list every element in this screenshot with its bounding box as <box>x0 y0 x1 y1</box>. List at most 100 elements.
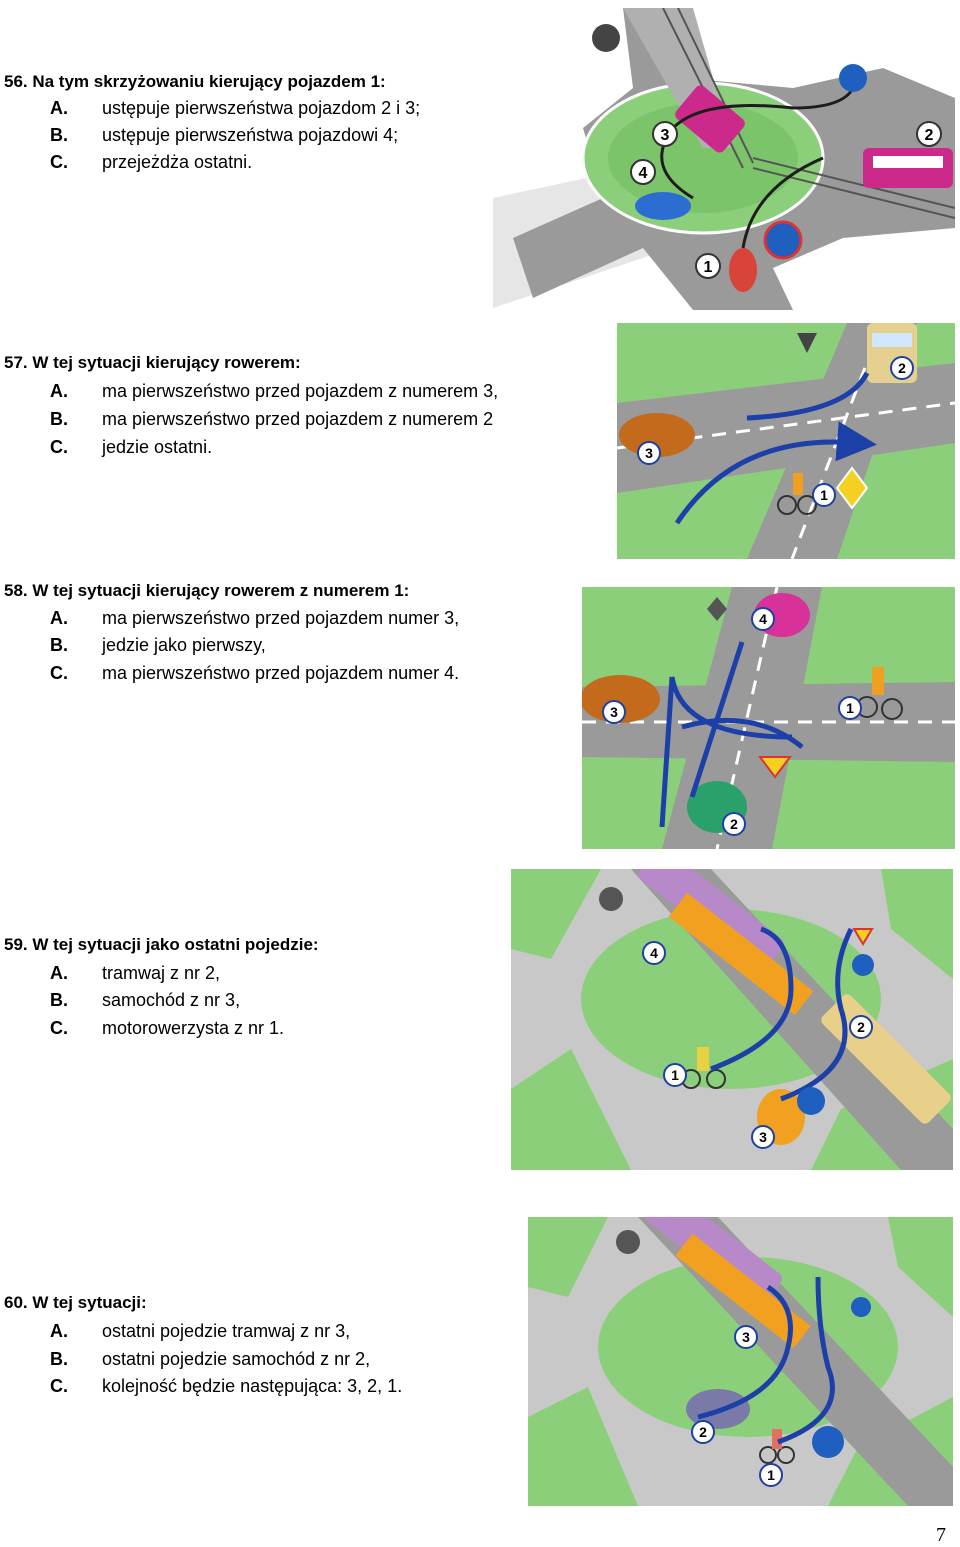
option-letter: B. <box>50 125 68 145</box>
roundabout-sign <box>852 954 874 976</box>
option-text: tramwaj z nr 2, <box>102 963 221 983</box>
option-letter: B. <box>50 635 68 655</box>
vehicle-number: 1 <box>704 259 713 276</box>
tram-vehicle <box>644 1217 811 1349</box>
question-title: 56. Na tym skrzyżowaniu kierujący pojazd… <box>4 72 386 91</box>
traffic-light <box>599 887 623 911</box>
vehicle-number: 3 <box>742 1329 750 1345</box>
answer-option: A. ma pierwszeństwo przed pojazdem numer … <box>50 608 459 629</box>
answer-option: C. ma pierwszeństwo przed pojazdem numer … <box>50 663 459 684</box>
option-letter: C. <box>50 663 68 683</box>
answer-option: C. przejeżdża ostatni. <box>50 152 252 173</box>
question-title: 59. W tej sytuacji jako ostatni pojedzie… <box>4 935 319 954</box>
roundabout-sign <box>839 64 867 92</box>
roundabout-sign <box>812 1426 844 1458</box>
traffic-light <box>592 24 620 52</box>
option-text: ma pierwszeństwo przed pojazdem numer 3, <box>102 608 460 628</box>
traffic-scene-60: 1 2 3 <box>528 1217 953 1506</box>
traffic-light <box>616 1230 640 1254</box>
option-letter: C. <box>50 152 68 172</box>
cyclist <box>777 473 817 515</box>
answer-option: A. ma pierwszeństwo przed pojazdem z nume… <box>50 381 498 402</box>
vehicle-number: 4 <box>650 945 658 961</box>
option-text: jedzie ostatni. <box>102 437 213 457</box>
question-title: 57. W tej sytuacji kierujący rowerem: <box>4 353 301 372</box>
option-letter: A. <box>50 608 68 628</box>
vehicle-number: 3 <box>645 445 653 461</box>
vehicle-number: 1 <box>846 700 854 716</box>
option-letter: C. <box>50 1018 68 1038</box>
traffic-scene-56: 1 2 3 4 <box>493 8 955 310</box>
car-orange <box>619 413 695 457</box>
option-letter: C. <box>50 1376 68 1396</box>
answer-option: B. ustępuje pierwszeństwa pojazdowi 4; <box>50 125 398 146</box>
question-title: 60. W tej sytuacji: <box>4 1293 147 1312</box>
intersection-illustration: 1 2 3 <box>617 323 955 559</box>
answer-option: A. ustępuje pierwszeństwa pojazdom 2 i 3; <box>50 98 420 119</box>
page-number: 7 <box>936 1524 946 1546</box>
vehicle-number: 4 <box>759 611 767 627</box>
vehicle-number: 3 <box>759 1129 767 1145</box>
answer-option: A. tramwaj z nr 2, <box>50 963 220 984</box>
priority-road-sign <box>835 466 869 510</box>
option-text: przejeżdża ostatni. <box>102 152 253 172</box>
option-text: ustępuje pierwszeństwa pojazdom 2 i 3; <box>102 98 421 118</box>
cyclist <box>759 1429 795 1464</box>
option-text: samochód z nr 3, <box>102 990 241 1010</box>
roundabout-sign <box>763 220 803 260</box>
traffic-sign <box>707 597 727 621</box>
answer-option: B. jedzie jako pierwszy, <box>50 635 266 656</box>
option-letter: C. <box>50 437 68 457</box>
option-text: ustępuje pierwszeństwa pojazdowi 4; <box>102 125 399 145</box>
answer-option: C. kolejność będzie następująca: 3, 2, 1. <box>50 1376 402 1397</box>
vehicle-number: 1 <box>671 1067 679 1083</box>
option-letter: B. <box>50 990 68 1010</box>
traffic-scene-57: 1 2 3 <box>617 323 955 559</box>
option-letter: A. <box>50 1321 68 1341</box>
answer-option: B. ostatni pojedzie samochód z nr 2, <box>50 1349 370 1370</box>
yield-sign <box>797 333 817 353</box>
car-red <box>729 248 757 292</box>
vehicle-number: 2 <box>730 816 738 832</box>
yield-sign <box>758 756 792 779</box>
car-blue <box>635 192 691 220</box>
vehicle-number: 3 <box>610 704 618 720</box>
roundabout-illustration: 1 2 3 4 <box>493 8 955 310</box>
car-orange <box>582 675 660 723</box>
option-text: ostatni pojedzie tramwaj z nr 3, <box>102 1321 351 1341</box>
option-text: ostatni pojedzie samochód z nr 2, <box>102 1349 371 1369</box>
answer-option: B. ma pierwszeństwo przed pojazdem z nume… <box>50 409 493 430</box>
option-text: ma pierwszeństwo przed pojazdem numer 4. <box>102 663 460 683</box>
vehicle-number: 2 <box>857 1019 865 1035</box>
option-letter: A. <box>50 98 68 118</box>
intersection-illustration: 1 2 3 4 <box>582 587 955 849</box>
option-text: kolejność będzie następująca: 3, 2, 1. <box>102 1376 403 1396</box>
vehicle-number: 2 <box>898 360 906 376</box>
roundabout-illustration: 1 2 3 4 <box>511 869 953 1170</box>
yield-sign <box>852 928 874 946</box>
option-letter: B. <box>50 409 68 429</box>
option-text: motorowerzysta z nr 1. <box>102 1018 285 1038</box>
traffic-scene-59: 1 2 3 4 <box>511 869 953 1170</box>
roundabout-sign <box>851 1297 871 1317</box>
vehicle-number: 3 <box>661 127 670 144</box>
question-title: 58. W tej sytuacji kierujący rowerem z n… <box>4 581 410 600</box>
option-text: jedzie jako pierwszy, <box>102 635 266 655</box>
traffic-scene-58: 1 2 3 4 <box>582 587 955 849</box>
tram-vehicle <box>675 85 953 188</box>
answer-option: A. ostatni pojedzie tramwaj z nr 3, <box>50 1321 350 1342</box>
vehicle-number: 2 <box>699 1424 707 1440</box>
answer-option: C. motorowerzysta z nr 1. <box>50 1018 284 1039</box>
vehicle-number: 4 <box>639 165 648 182</box>
vehicle-number: 1 <box>767 1467 775 1483</box>
vehicle-number: 2 <box>925 127 934 144</box>
roundabout-sign <box>797 1087 825 1115</box>
roundabout-illustration: 1 2 3 <box>528 1217 953 1506</box>
option-letter: A. <box>50 963 68 983</box>
motorcyclist <box>681 1047 726 1089</box>
option-letter: A. <box>50 381 68 401</box>
vehicle-number: 1 <box>820 487 828 503</box>
option-text: ma pierwszeństwo przed pojazdem z numere… <box>102 381 499 401</box>
option-letter: B. <box>50 1349 68 1369</box>
option-text: ma pierwszeństwo przed pojazdem z numere… <box>102 409 494 429</box>
